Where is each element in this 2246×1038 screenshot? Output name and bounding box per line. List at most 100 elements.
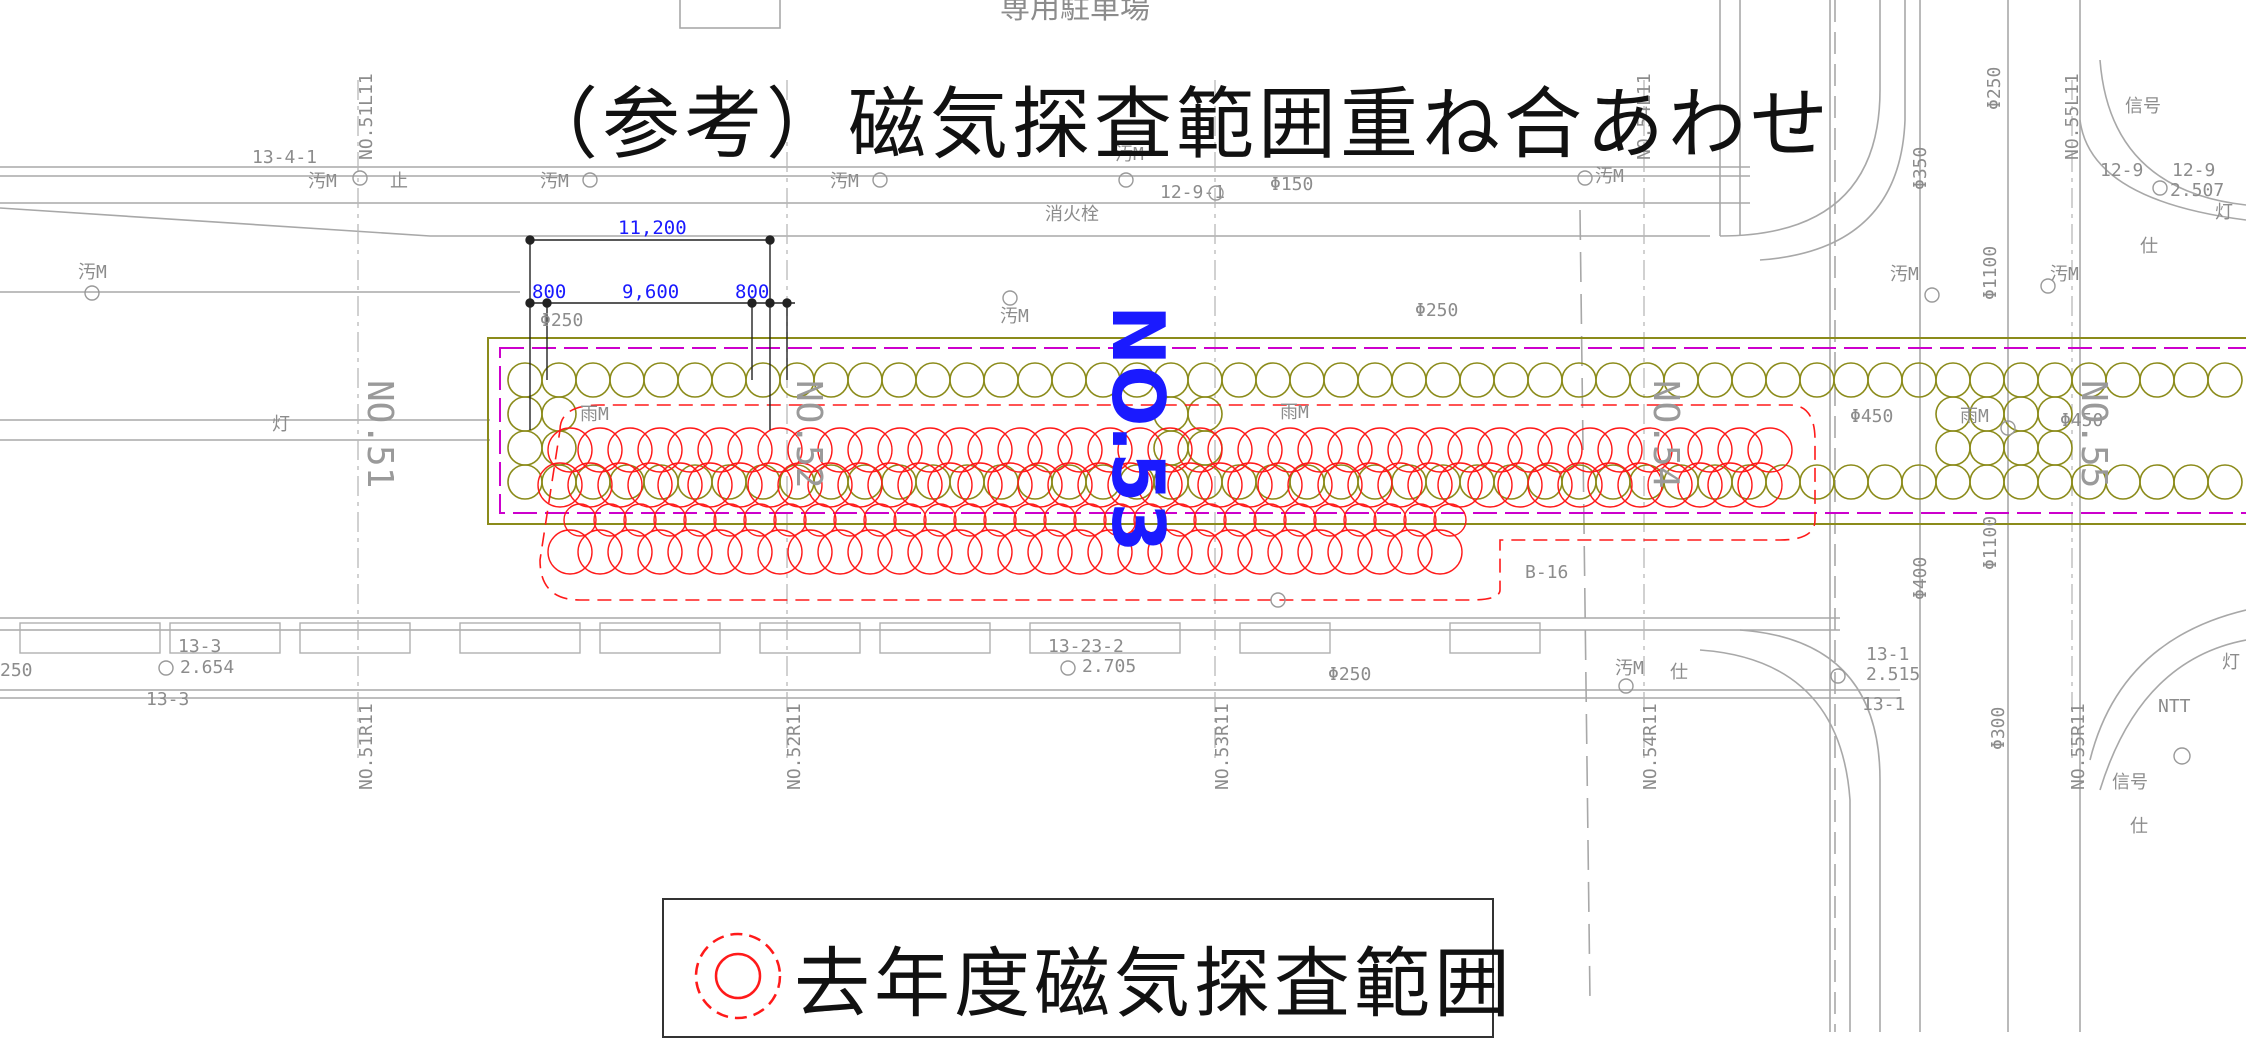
- survey-circle: [1765, 464, 1801, 500]
- old-survey-circle: [623, 503, 657, 537]
- dimension-lines: [525, 235, 795, 430]
- old-survey-circle: [1403, 503, 1437, 537]
- old-survey-circle: [1223, 503, 1257, 537]
- old-survey-circle: [1043, 503, 1077, 537]
- old-survey-circle: [997, 529, 1043, 575]
- svg-text:12-9-1: 12-9-1: [1160, 182, 1225, 203]
- old-survey-circle: [803, 503, 837, 537]
- survey-circle: [2207, 464, 2243, 500]
- old-survey-circle: [607, 529, 653, 575]
- old-survey-circle: [1657, 427, 1703, 473]
- old-survey-circle: [667, 427, 713, 473]
- survey-circle: [1289, 362, 1325, 398]
- survey-circle: [1017, 362, 1053, 398]
- old-survey-circle: [1717, 427, 1763, 473]
- svg-text:Φ250: Φ250: [1415, 300, 1458, 321]
- old-survey-circle: [1207, 427, 1253, 473]
- old-survey-circle: [997, 427, 1043, 473]
- old-survey-circle: [787, 529, 833, 575]
- old-survey-circle: [1587, 462, 1633, 508]
- old-survey-circle: [667, 529, 713, 575]
- station-55: NO.55: [2073, 380, 2114, 488]
- old-survey-circle: [1087, 427, 1133, 473]
- svg-text:Φ150: Φ150: [1270, 174, 1313, 195]
- old-survey-circle: [1357, 427, 1403, 473]
- svg-text:Φ350: Φ350: [1910, 147, 1931, 190]
- survey-circle: [507, 362, 543, 398]
- old-survey-circle: [563, 503, 597, 537]
- svg-text:13-3: 13-3: [178, 636, 221, 657]
- old-survey-circle: [1537, 427, 1583, 473]
- old-survey-circle: [1567, 427, 1613, 473]
- old-survey-circle: [1027, 427, 1073, 473]
- old-survey-circle: [697, 427, 743, 473]
- survey-circle: [1935, 430, 1971, 466]
- old-survey-circle: [607, 427, 653, 473]
- svg-text:Φ400: Φ400: [1910, 557, 1931, 600]
- svg-text:2.654: 2.654: [180, 657, 234, 678]
- survey-circle: [1969, 362, 2005, 398]
- old-survey-circle: [1507, 427, 1553, 473]
- dim-total: 11,200: [618, 217, 687, 239]
- old-survey-circle: [757, 529, 803, 575]
- old-survey-circle: [743, 503, 777, 537]
- survey-circle: [1323, 362, 1359, 398]
- old-survey-circle: [907, 529, 953, 575]
- old-survey-circle: [1327, 427, 1373, 473]
- old-survey-circle: [1207, 529, 1253, 575]
- survey-circle: [1867, 464, 1903, 500]
- old-survey-circle: [1087, 529, 1133, 575]
- old-survey-circle: [1013, 503, 1047, 537]
- svg-text:NO.55L11: NO.55L11: [2062, 73, 2083, 160]
- old-survey-circle: [967, 529, 1013, 575]
- svg-text:12-9: 12-9: [2100, 160, 2143, 181]
- svg-text:Φ300: Φ300: [1988, 707, 2009, 750]
- survey-circle: [1595, 362, 1631, 398]
- svg-text:NO.54R11: NO.54R11: [1640, 703, 1661, 790]
- old-survey-circle: [1193, 503, 1227, 537]
- survey-circle: [1527, 362, 1563, 398]
- old-survey-circle: [1677, 462, 1723, 508]
- svg-text:灯: 灯: [272, 414, 290, 435]
- old-survey-circle: [1737, 462, 1783, 508]
- survey-boundary: [487, 337, 2246, 525]
- legend-label: 去年度磁気探査範囲: [794, 939, 1514, 1028]
- survey-circle: [2037, 464, 2073, 500]
- old-survey-circle: [877, 427, 923, 473]
- survey-circle: [677, 362, 713, 398]
- old-survey-circle: [1237, 529, 1283, 575]
- vertical-annotations: NO.51L11 NO.54L11 NO.55L11 Φ350 Φ250 Φ11…: [356, 67, 2089, 790]
- old-survey-circle: [1147, 427, 1193, 473]
- survey-circle: [1935, 464, 1971, 500]
- svg-text:NO.55R11: NO.55R11: [2068, 703, 2089, 790]
- survey-circle: [983, 362, 1019, 398]
- old-survey-circle: [577, 427, 623, 473]
- old-survey-circle: [653, 503, 687, 537]
- survey-circle: [2139, 464, 2175, 500]
- survey-circle: [2173, 464, 2209, 500]
- old-survey-circle: [577, 529, 623, 575]
- svg-text:汚M: 汚M: [78, 262, 107, 283]
- old-survey-circle: [1163, 503, 1197, 537]
- station-numbers: NO.51 NO.52 NO.54 NO.55: [359, 380, 2114, 488]
- survey-circle: [881, 464, 917, 500]
- svg-text:汚M: 汚M: [830, 171, 859, 192]
- svg-text:13-1: 13-1: [1862, 694, 1905, 715]
- svg-text:Φ250: Φ250: [1984, 67, 2005, 110]
- svg-text:13-3: 13-3: [146, 689, 189, 710]
- old-survey-circle: [1073, 503, 1107, 537]
- old-survey-circle: [1467, 462, 1513, 508]
- station-main-label: NO.53: [1096, 305, 1180, 553]
- svg-text:信号: 信号: [2125, 96, 2161, 117]
- svg-text:13-4-1: 13-4-1: [252, 147, 317, 168]
- old-survey-circle: [1597, 427, 1643, 473]
- svg-text:灯: 灯: [2222, 652, 2240, 673]
- old-survey-circle: [787, 427, 833, 473]
- survey-circle: [2003, 430, 2039, 466]
- survey-circle: [643, 362, 679, 398]
- survey-circle: [1867, 362, 1903, 398]
- svg-text:NO.52R11: NO.52R11: [784, 703, 805, 790]
- dim-left: 800: [532, 281, 566, 303]
- old-survey-circle: [847, 427, 893, 473]
